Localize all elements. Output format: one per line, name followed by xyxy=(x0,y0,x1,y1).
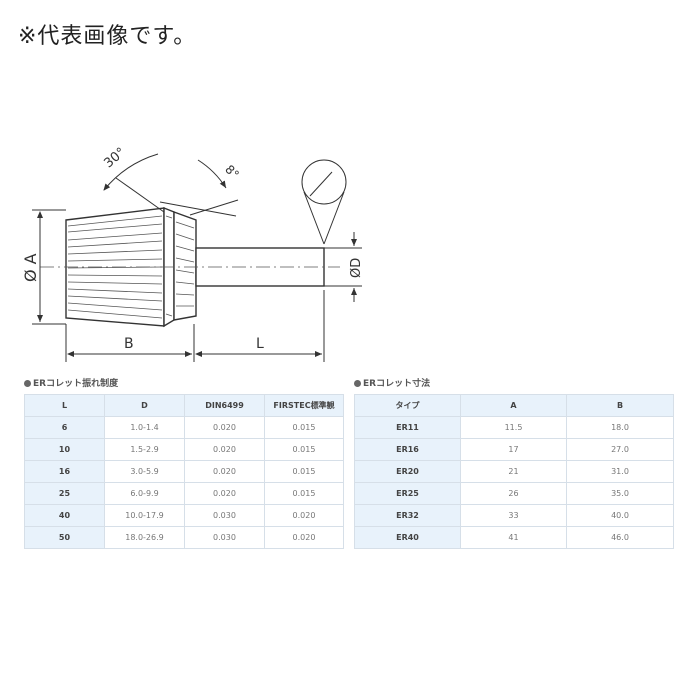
table-cell: 35.0 xyxy=(566,482,674,505)
angle-marks xyxy=(103,153,239,217)
table-cell: 10 xyxy=(24,438,105,461)
dim-b-label: B xyxy=(124,336,134,352)
table-cell: 11.5 xyxy=(460,416,567,439)
bullet-icon xyxy=(24,379,31,387)
table-cell: 0.030 xyxy=(184,504,265,527)
table-cell: ER16 xyxy=(354,438,461,461)
table-cell: 0.020 xyxy=(264,504,344,527)
header-cell: FIRSTEC標準観 xyxy=(264,394,344,417)
dim-l-label: L xyxy=(256,336,264,352)
table-cell: 25 xyxy=(24,482,105,505)
table-header-row: タイプ A B xyxy=(354,394,674,417)
table-cell: 18.0 xyxy=(566,416,674,439)
table-cell: ER32 xyxy=(354,504,461,527)
header-cell: DIN6499 xyxy=(184,394,265,417)
table-cell: 31.0 xyxy=(566,460,674,483)
dimension-b-l xyxy=(65,290,325,362)
table-row: ER20 21 31.0 xyxy=(354,460,674,483)
table-row: 40 10.0-17.9 0.030 0.020 xyxy=(24,504,344,527)
table-cell: 0.015 xyxy=(264,460,344,483)
tool-shank xyxy=(40,247,340,287)
table-cell: ER25 xyxy=(354,482,461,505)
table-cell: 6 xyxy=(24,416,105,439)
size-table: タイプ A B ER11 11.5 18.0 ER16 17 27.0 ER20… xyxy=(354,394,674,549)
header-cell: D xyxy=(104,394,185,417)
table-cell: 0.020 xyxy=(264,526,344,549)
table-cell: 0.015 xyxy=(264,416,344,439)
table-row: ER11 11.5 18.0 xyxy=(354,416,674,439)
size-table-title: ERコレット寸法 xyxy=(354,376,430,389)
table-cell: 1.0-1.4 xyxy=(104,416,185,439)
dimension-a xyxy=(32,209,66,325)
table-cell: ER40 xyxy=(354,526,461,549)
table-cell: 41 xyxy=(460,526,567,549)
table-row: ER32 33 40.0 xyxy=(354,504,674,527)
table-row: 10 1.5-2.9 0.020 0.015 xyxy=(24,438,344,461)
table-cell: 17 xyxy=(460,438,567,461)
table-cell: 0.020 xyxy=(184,460,265,483)
bullet-icon xyxy=(354,379,361,387)
table-cell: 3.0-5.9 xyxy=(104,460,185,483)
table-row: 6 1.0-1.4 0.020 0.015 xyxy=(24,416,344,439)
collet-drawing: 30° 8° Ø A ØD B L xyxy=(21,145,364,362)
table-cell: 50 xyxy=(24,526,105,549)
table-cell: 1.5-2.9 xyxy=(104,438,185,461)
header-cell: L xyxy=(24,394,105,417)
table-cell: ER11 xyxy=(354,416,461,439)
representative-image-note: ※代表画像です。 xyxy=(18,24,197,49)
dim-a-label: Ø A xyxy=(21,253,40,282)
header-cell: B xyxy=(566,394,674,417)
table-row: 16 3.0-5.9 0.020 0.015 xyxy=(24,460,344,483)
table-cell: 16 xyxy=(24,460,105,483)
dim-d-label: ØD xyxy=(349,258,364,278)
table-row: ER25 26 35.0 xyxy=(354,482,674,505)
table-cell: 21 xyxy=(460,460,567,483)
table-row: 50 18.0-26.9 0.030 0.020 xyxy=(24,526,344,549)
table-cell: 33 xyxy=(460,504,567,527)
angle-30-label: 30° xyxy=(101,145,128,171)
table-cell: 6.0-9.9 xyxy=(104,482,185,505)
table-cell: 18.0-26.9 xyxy=(104,526,185,549)
runout-table-title: ERコレット振れ制度 xyxy=(24,376,118,389)
table-cell: 0.015 xyxy=(264,482,344,505)
table-cell: 26 xyxy=(460,482,567,505)
table-cell: 40 xyxy=(24,504,105,527)
table-row: 25 6.0-9.9 0.020 0.015 xyxy=(24,482,344,505)
table-cell: 0.015 xyxy=(264,438,344,461)
table-cell: 27.0 xyxy=(566,438,674,461)
table-cell: 0.030 xyxy=(184,526,265,549)
runout-table: L D DIN6499 FIRSTEC標準観 6 1.0-1.4 0.020 0… xyxy=(24,394,344,549)
table-row: ER40 41 46.0 xyxy=(354,526,674,549)
table-cell: ER20 xyxy=(354,460,461,483)
table-cell: 0.020 xyxy=(184,438,265,461)
table-cell: 0.020 xyxy=(184,482,265,505)
header-cell: A xyxy=(460,394,567,417)
runout-detail xyxy=(301,159,347,245)
table-cell: 40.0 xyxy=(566,504,674,527)
angle-8-label: 8° xyxy=(222,162,242,182)
dimension-d xyxy=(324,232,362,302)
header-cell: タイプ xyxy=(354,394,461,417)
table-header-row: L D DIN6499 FIRSTEC標準観 xyxy=(24,394,344,417)
table-cell: 46.0 xyxy=(566,526,674,549)
table-cell: 0.020 xyxy=(184,416,265,439)
table-cell: 10.0-17.9 xyxy=(104,504,185,527)
table-row: ER16 17 27.0 xyxy=(354,438,674,461)
